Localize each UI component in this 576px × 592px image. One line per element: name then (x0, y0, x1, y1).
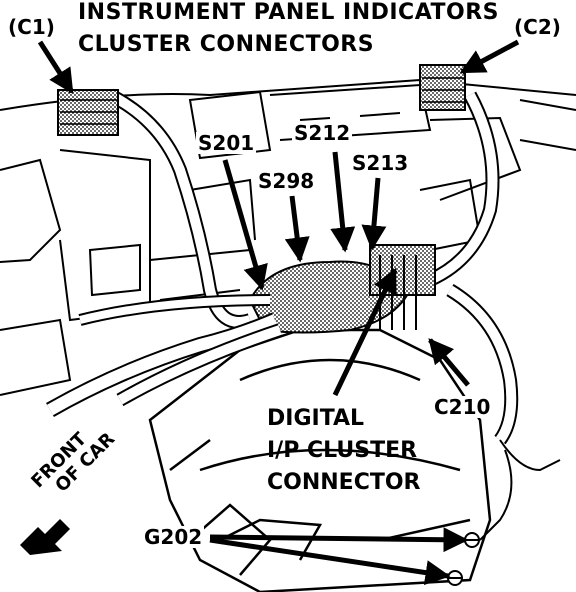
label-c2: (C2) (512, 15, 563, 39)
steering-column-housing (148, 328, 492, 592)
s298-arrow (284, 195, 310, 263)
g202-arrow-upper (209, 527, 469, 553)
label-digital-line-2: I/P CLUSTER (267, 438, 418, 463)
right-harness (426, 91, 561, 541)
label-s298: S298 (256, 169, 317, 193)
ground-screw-upper (464, 532, 480, 548)
front-arrow-icon (20, 519, 70, 555)
c1-arrow (37, 40, 75, 95)
ip-cluster-connector (369, 244, 436, 330)
title-line-2: CLUSTER CONNECTORS (78, 32, 375, 57)
left-harness (46, 88, 283, 417)
label-g202: G202 (142, 525, 205, 549)
digital-arrow (332, 267, 398, 397)
c2-connector (419, 64, 466, 111)
s212-arrow (330, 151, 356, 253)
lower-bracket (169, 439, 272, 576)
label-s212: S212 (292, 121, 353, 145)
c2-arrow (459, 39, 520, 75)
title-line-1: INSTRUMENT PANEL INDICATORS (78, 0, 500, 25)
label-s213: S213 (350, 151, 411, 175)
s201-arrow (222, 159, 268, 291)
label-c1: (C1) (6, 15, 57, 39)
label-s201: S201 (196, 131, 257, 155)
label-digital-line-1: DIGITAL (267, 406, 365, 431)
g202-arrow-lower (209, 537, 451, 585)
callout-arrows (37, 39, 520, 585)
label-digital-line-3: CONNECTOR (267, 470, 421, 495)
ground-screw-lower (447, 570, 463, 586)
s213-arrow (361, 177, 387, 251)
c1-connector (57, 89, 119, 136)
c210-arrow (428, 338, 470, 387)
label-c210: C210 (432, 395, 493, 419)
